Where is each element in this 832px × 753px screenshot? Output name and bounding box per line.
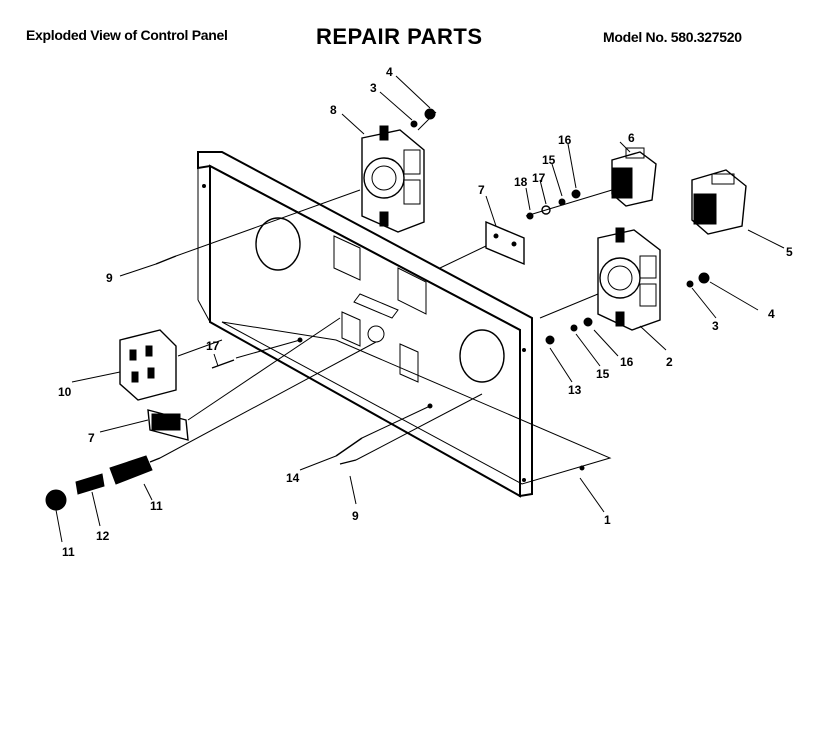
callout-16-top: 16 <box>558 133 572 147</box>
bracket-top-part <box>485 220 525 266</box>
control-panel-part <box>197 151 612 498</box>
callout-11-middle: 11 <box>150 499 163 513</box>
callout-11-left: 11 <box>62 545 75 559</box>
callout-16-right: 16 <box>620 355 634 369</box>
callout-2: 2 <box>666 355 673 369</box>
callout-4-top: 4 <box>386 65 393 79</box>
callout-15-right: 15 <box>596 367 610 381</box>
callout-4-right: 4 <box>768 307 775 321</box>
leader-lines <box>55 75 785 543</box>
callout-12: 12 <box>96 529 110 543</box>
bracket-bottom-part <box>147 409 189 441</box>
diagram-subtitle: Exploded View of Control Panel <box>26 27 228 43</box>
callout-labels: 4 3 8 16 6 15 17 18 7 5 9 4 3 17 10 16 2… <box>58 65 793 559</box>
callout-17-top: 17 <box>532 171 546 185</box>
callout-13: 13 <box>568 383 582 397</box>
switch-part <box>611 147 657 207</box>
callout-15-top: 15 <box>542 153 556 167</box>
receptacle-right-part <box>597 227 661 331</box>
callout-1: 1 <box>604 513 611 527</box>
callout-14: 14 <box>286 471 300 485</box>
meter-part <box>691 169 747 235</box>
callout-18: 18 <box>514 175 528 189</box>
callout-9-left: 9 <box>106 271 113 285</box>
callout-17-left: 17 <box>206 339 220 353</box>
callout-10: 10 <box>58 385 72 399</box>
callout-3-right: 3 <box>712 319 719 333</box>
callout-9-bottom: 9 <box>352 509 359 523</box>
page-title: REPAIR PARTS <box>316 24 483 49</box>
callout-8-top: 8 <box>330 103 337 117</box>
callout-7-left: 7 <box>88 431 95 445</box>
receptacle-top-part <box>361 125 425 233</box>
fuse-holder-parts <box>45 455 161 511</box>
duplex-receptacle-part <box>119 329 177 401</box>
model-number: Model No. 580.327520 <box>603 29 742 45</box>
callout-6: 6 <box>628 131 635 145</box>
callout-5: 5 <box>786 245 793 259</box>
callout-7-top: 7 <box>478 183 485 197</box>
callout-3-top: 3 <box>370 81 377 95</box>
